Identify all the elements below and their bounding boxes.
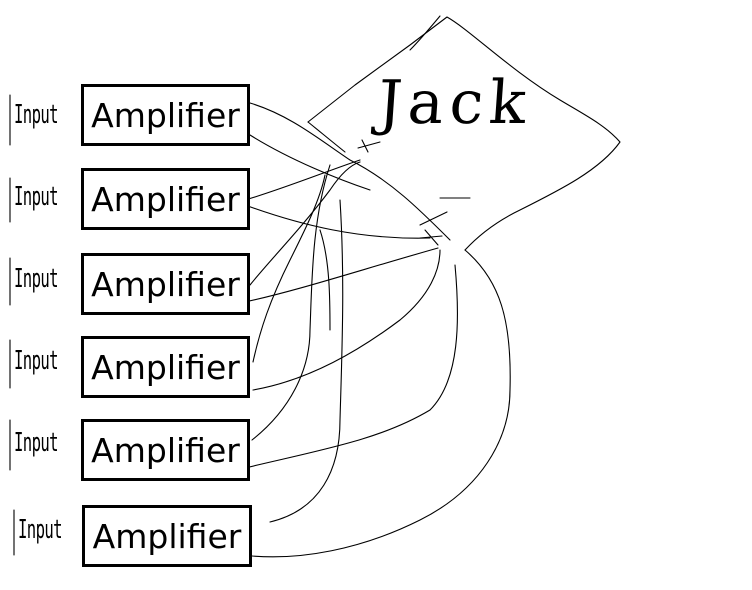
input-label-2: Input bbox=[14, 182, 59, 212]
wire-3b bbox=[244, 247, 439, 303]
wire-2b bbox=[244, 159, 361, 201]
input-label-1: Input bbox=[14, 100, 59, 130]
wire-4 bbox=[252, 174, 326, 363]
amplifier-box-2: Amplifier bbox=[81, 168, 250, 230]
input-label-3: Input bbox=[14, 264, 59, 294]
wire-5 bbox=[251, 164, 331, 441]
jack-stroke-a bbox=[307, 121, 346, 153]
wire-6b bbox=[251, 249, 511, 558]
wire-2 bbox=[244, 204, 431, 239]
amplifier-box-5: Amplifier bbox=[81, 419, 250, 481]
input-scribbles bbox=[9, 94, 15, 556]
jack-stroke-b bbox=[409, 15, 441, 51]
jack-stroke-d bbox=[419, 211, 448, 226]
amplifier-box-6: Amplifier bbox=[82, 505, 252, 567]
jack-label: Jack bbox=[375, 68, 535, 138]
amplifier-box-1: Amplifier bbox=[81, 84, 250, 146]
wire-1b bbox=[249, 134, 371, 191]
input-label-5: Input bbox=[14, 428, 59, 458]
wire-extra bbox=[319, 229, 331, 331]
wire-4b bbox=[252, 249, 441, 391]
amplifier-box-4: Amplifier bbox=[81, 336, 250, 398]
jack-outline bbox=[307, 16, 621, 251]
amplifier-box-3: Amplifier bbox=[81, 253, 250, 315]
cross-mark-1 bbox=[357, 139, 381, 153]
input-label-6: Input bbox=[18, 515, 63, 545]
wire-3 bbox=[249, 161, 361, 286]
cross-mark-2 bbox=[419, 229, 443, 246]
wire-5b bbox=[244, 264, 459, 469]
input-label-4: Input bbox=[14, 346, 59, 376]
wire-6 bbox=[269, 199, 344, 523]
wire-1 bbox=[249, 102, 451, 241]
